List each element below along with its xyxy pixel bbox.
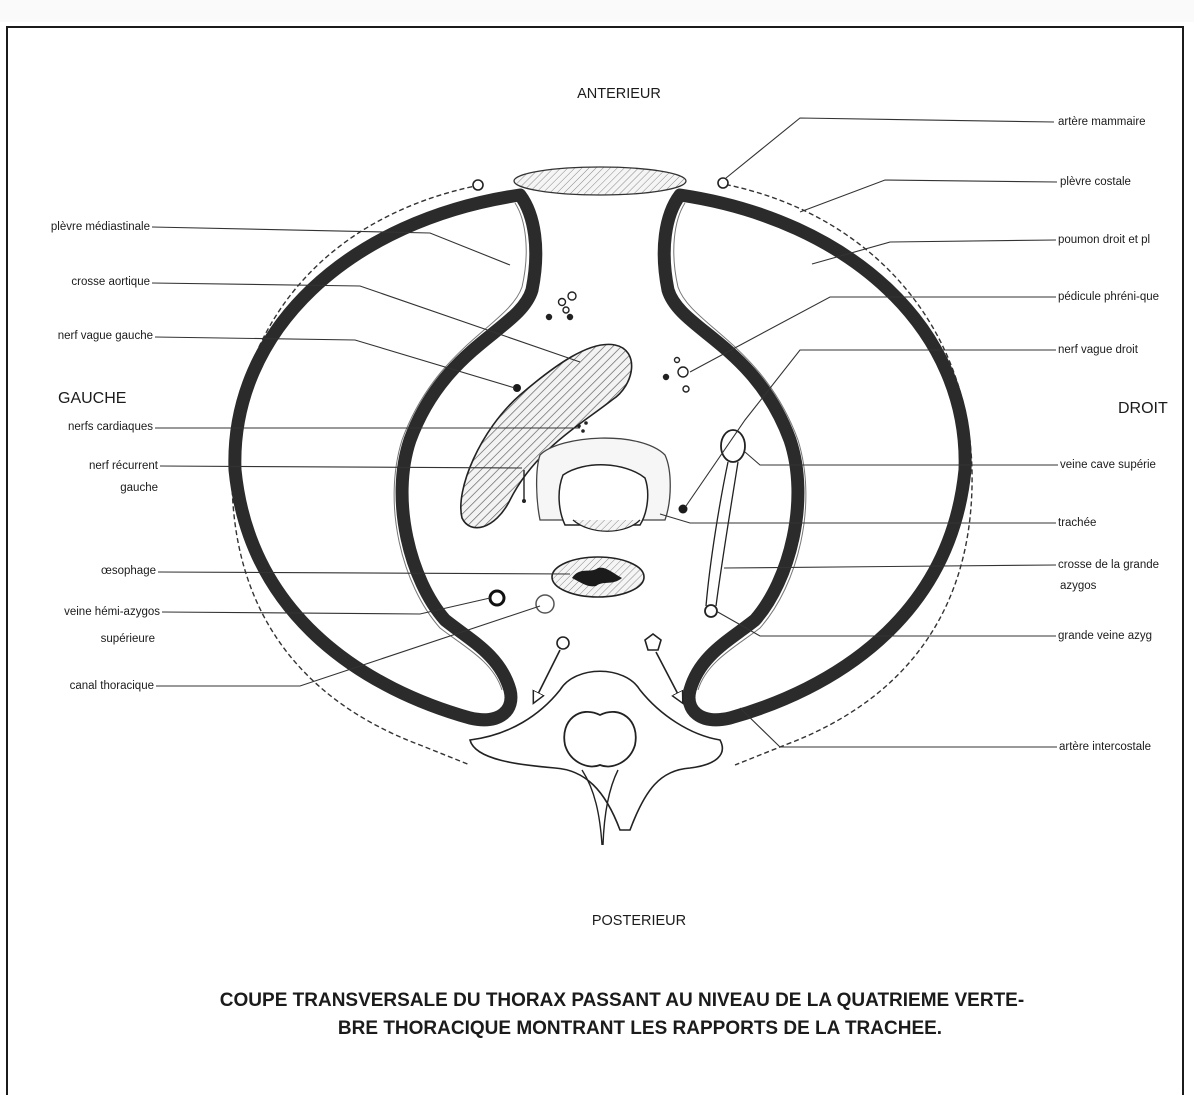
label-mammary-artery: artère mammaire: [1058, 116, 1146, 128]
label-azygos-arch-2: azygos: [1060, 580, 1097, 592]
right-lung: [664, 195, 965, 720]
caption-line-1: COUPE TRANSVERSALE DU THORAX PASSANT AU …: [220, 990, 1024, 1011]
azygos-vein: [705, 605, 717, 617]
phrenic-pedicle-right: [664, 358, 690, 393]
label-anterior: ANTERIEUR: [577, 86, 661, 102]
label-right-side: DROIT: [1118, 400, 1168, 417]
label-azygos-arch: crosse de la grande: [1058, 559, 1159, 571]
trachea-membrane: [573, 520, 640, 531]
left-mammary-artery: [473, 180, 483, 190]
label-posterior: POSTERIEUR: [592, 913, 686, 929]
label-right-vagus: nerf vague droit: [1058, 344, 1139, 356]
label-thoracic-duct: canal thoracique: [70, 680, 154, 692]
label-svc: veine cave supérie: [1060, 459, 1156, 471]
label-left-side: GAUCHE: [58, 390, 126, 407]
right-intercostal-artery: [645, 634, 661, 650]
label-aortic-arch: crosse aortique: [71, 276, 150, 288]
superior-vena-cava: [721, 430, 745, 462]
label-cardiac-nerves: nerfs cardiaques: [68, 421, 153, 433]
left-recurrent-nerve-dot: [522, 499, 526, 503]
label-recurrent-nerve: nerf récurrent: [89, 460, 159, 472]
label-hemiazygos: veine hémi-azygos: [64, 606, 160, 618]
label-costal-pleura: plèvre costale: [1060, 176, 1131, 188]
hemiazygos-vein: [490, 591, 504, 605]
trachea-lumen: [559, 465, 648, 525]
label-phrenic-pedicle: pédicule phréni-que: [1058, 291, 1159, 303]
sternum: [514, 167, 686, 195]
left-intercostal-arrow: [536, 650, 560, 698]
left-intercostal-artery: [557, 637, 569, 649]
right-mammary-artery: [718, 178, 728, 188]
label-mediastinal-pleura: plèvre médiastinale: [51, 221, 150, 233]
label-hemiazygos-2: supérieure: [101, 633, 155, 645]
thoracic-duct: [536, 595, 554, 613]
label-recurrent-nerve-2: gauche: [120, 482, 158, 494]
label-left-vagus: nerf vague gauche: [58, 330, 153, 342]
azygos-arch: [706, 462, 738, 606]
caption-line-2: BRE THORACIQUE MONTRANT LES RAPPORTS DE …: [338, 1018, 942, 1039]
label-trachea: trachée: [1058, 517, 1096, 529]
label-esophagus: œsophage: [101, 565, 156, 577]
label-intercostal-artery: artère intercostale: [1059, 741, 1151, 753]
label-right-lung: poumon droit et pl: [1058, 234, 1150, 246]
vertebral-foramen: [564, 712, 636, 767]
right-intercostal-arrow: [656, 652, 680, 698]
label-azygos-vein: grande veine azyg: [1058, 630, 1152, 642]
phrenic-pedicle-left: [547, 292, 577, 320]
